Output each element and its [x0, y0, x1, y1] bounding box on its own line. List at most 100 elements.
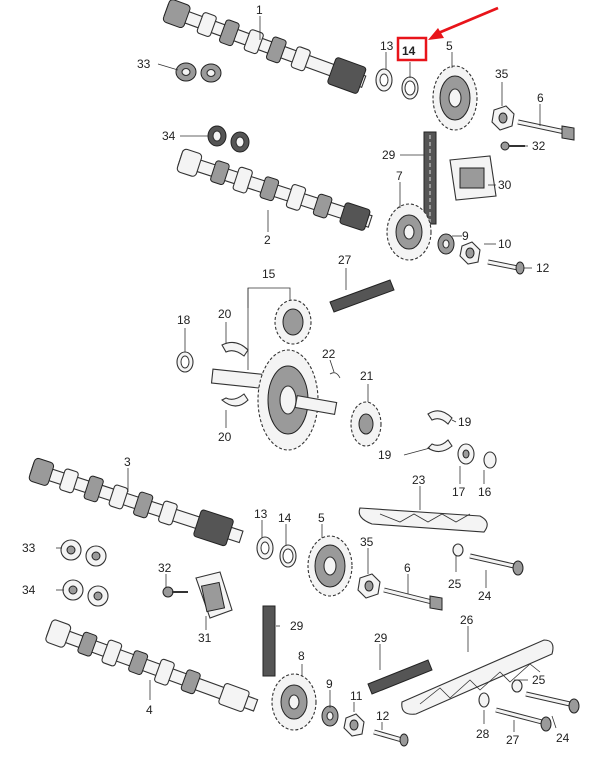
bearing-34-bottom	[62, 579, 109, 607]
chain-29-top	[423, 131, 437, 225]
part-label-13b: 13	[254, 507, 268, 521]
bearing-34-top	[207, 125, 250, 153]
part-label-15: 15	[262, 267, 276, 281]
part-label-32b: 32	[158, 561, 172, 575]
bearing-33-top	[175, 62, 222, 83]
part-label-26: 26	[460, 613, 474, 627]
camshaft-3	[28, 457, 244, 547]
part-label-16: 16	[478, 485, 492, 499]
part-label-3: 3	[124, 455, 131, 469]
part-label-4: 4	[146, 703, 153, 717]
part-label-21: 21	[360, 369, 374, 383]
part-label-7: 7	[396, 169, 403, 183]
part-label-11: 11	[350, 689, 363, 703]
camshaft-4	[45, 619, 259, 712]
ring-14-top	[401, 76, 419, 100]
part-label-19b: 19	[378, 448, 392, 462]
part-label-22: 22	[322, 347, 336, 361]
bearing-shell-19-lower	[427, 439, 453, 453]
part-label-28: 28	[476, 727, 490, 741]
bush-17	[457, 443, 475, 465]
part-label-25a: 25	[448, 577, 462, 591]
nut-35-top	[491, 105, 515, 131]
bolt-6-bottom	[383, 587, 443, 611]
ring-13-top	[375, 68, 393, 92]
washer-9-top	[437, 233, 455, 255]
bearing-shell-19-upper	[427, 410, 453, 425]
part-label-24a: 24	[478, 589, 492, 603]
part-label-33b: 33	[22, 541, 36, 555]
part-label-12a: 12	[536, 261, 550, 275]
washer-25-middle	[452, 543, 464, 557]
clip-22	[329, 372, 341, 379]
chain-27-middle	[329, 279, 395, 313]
ring-16	[483, 451, 497, 469]
part-label-24b: 24	[556, 731, 570, 745]
part-number-labels: 1 33 13 14 5 35 6 32 34 29 30 7 2 9 10 1…	[22, 3, 570, 747]
guide-rail-23	[358, 507, 488, 533]
sprocket-7	[386, 203, 432, 261]
part-label-6b: 6	[404, 561, 411, 575]
highlight-box	[396, 36, 428, 62]
part-label-1: 1	[256, 3, 263, 17]
washer-28	[478, 692, 490, 708]
part-label-17: 17	[452, 485, 466, 499]
part-label-32a: 32	[532, 139, 546, 153]
part-label-31: 31	[198, 631, 212, 645]
adjuster-5-top	[432, 65, 478, 131]
bolt-12-bottom	[373, 729, 409, 747]
part-label-14b: 14	[278, 511, 292, 525]
bearing-shell-20-upper	[221, 341, 249, 357]
bolt-12-top	[487, 259, 525, 275]
part-label-30: 30	[498, 178, 512, 192]
chain-27-bottom	[367, 659, 433, 695]
intermediate-shaft	[210, 349, 338, 451]
bolt-32-bottom	[162, 586, 188, 598]
sprocket-8	[271, 673, 317, 731]
part-label-20a: 20	[218, 307, 232, 321]
bolt-27-bottom	[495, 707, 552, 732]
part-label-34a: 34	[162, 129, 176, 143]
guide-rail-26	[401, 639, 554, 715]
part-label-20b: 20	[218, 430, 232, 444]
tensioner-31	[195, 571, 233, 619]
highlight-arrow	[435, 6, 499, 36]
part-label-8: 8	[298, 649, 305, 663]
part-label-29b-chain: 29	[374, 631, 388, 645]
bolt-6-top	[517, 119, 575, 141]
part-label-19a: 19	[458, 415, 472, 429]
highlight-annotation	[396, 6, 499, 62]
part-label-12b: 12	[376, 709, 390, 723]
part-label-5a: 5	[446, 39, 453, 53]
part-label-5b: 5	[318, 511, 325, 525]
camshaft-2	[176, 148, 373, 231]
part-label-27a: 27	[338, 253, 352, 267]
ring-13-bottom	[256, 536, 274, 560]
part-label-14a: 14	[402, 44, 416, 58]
part-label-35b: 35	[360, 535, 374, 549]
chain-29-bottom	[262, 605, 276, 677]
ring-14-bottom	[279, 544, 297, 568]
bearing-33-bottom	[60, 539, 107, 567]
part-label-6a: 6	[537, 91, 544, 105]
part-label-10: 10	[498, 237, 512, 251]
nut-35-bottom	[357, 573, 381, 599]
bearing-shell-20-lower	[221, 393, 249, 407]
leader-lines	[56, 16, 557, 732]
tensioner-30	[449, 155, 497, 201]
ring-18	[176, 351, 194, 373]
part-label-18: 18	[177, 313, 191, 327]
part-label-33a: 33	[137, 57, 151, 71]
washer-25-bottom	[511, 679, 523, 693]
bolt-24-middle	[469, 553, 524, 576]
part-label-2: 2	[264, 233, 271, 247]
part-label-9b: 9	[326, 677, 333, 691]
part-label-9a: 9	[462, 229, 469, 243]
part-label-34b: 34	[22, 583, 36, 597]
bolt-24-bottom	[525, 691, 580, 714]
part-label-29b: 29	[290, 619, 304, 633]
camshaft-1	[162, 0, 367, 94]
part-label-13a: 13	[380, 39, 394, 53]
highlight-arrow-head	[428, 28, 444, 40]
gear-15	[274, 299, 312, 345]
